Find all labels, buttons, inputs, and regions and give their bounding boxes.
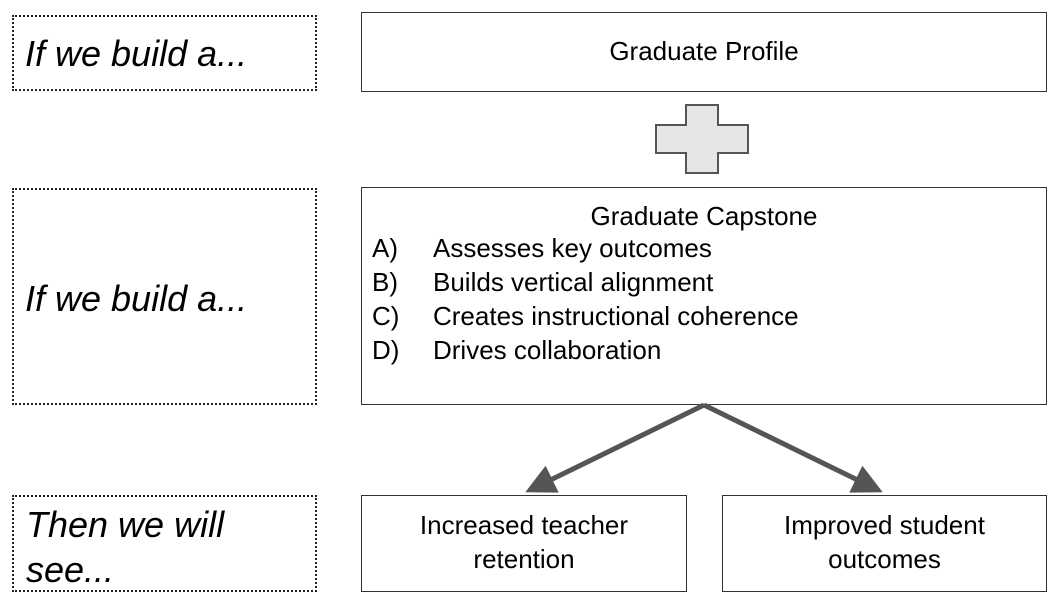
arrow-icon bbox=[702, 402, 883, 493]
graduate-capstone-title: Graduate Capstone bbox=[590, 201, 818, 231]
outcome-student-line1: Improved student bbox=[784, 510, 985, 540]
capstone-item: A) Assesses key outcomes bbox=[370, 231, 799, 265]
capstone-item-letter: C) bbox=[372, 301, 400, 331]
label-outcomes-line1: Then we will bbox=[26, 504, 225, 545]
outcome-teacher-line1: Increased teacher bbox=[419, 510, 629, 540]
outcome-box-teacher-retention: Increased teacher retention bbox=[361, 495, 687, 592]
label-box-capstone: If we build a... bbox=[12, 188, 317, 405]
capstone-item: B) Builds vertical alignment bbox=[370, 265, 799, 299]
outcome-student-line2: outcomes bbox=[828, 544, 941, 574]
label-outcomes-line2: see... bbox=[26, 549, 115, 590]
capstone-item-letter: A) bbox=[372, 233, 398, 263]
capstone-item-letter: D) bbox=[372, 335, 400, 365]
capstone-item-text: Builds vertical alignment bbox=[433, 267, 714, 297]
label-box-profile: If we build a... bbox=[12, 15, 317, 91]
capstone-item-text: Creates instructional coherence bbox=[433, 301, 799, 331]
capstone-item-letter: B) bbox=[372, 267, 398, 297]
capstone-item-text: Assesses key outcomes bbox=[433, 233, 712, 263]
outcome-teacher-line2: retention bbox=[473, 544, 575, 574]
arrow-icon bbox=[525, 402, 706, 493]
graduate-profile-box: Graduate Profile bbox=[361, 12, 1047, 92]
capstone-item: D) Drives collaboration bbox=[370, 333, 799, 367]
graduate-profile-title: Graduate Profile bbox=[609, 36, 799, 66]
outcome-box-student-outcomes: Improved student outcomes bbox=[722, 495, 1047, 592]
capstone-item: C) Creates instructional coherence bbox=[370, 299, 799, 333]
label-capstone-text: If we build a... bbox=[25, 278, 248, 319]
graduate-capstone-box: Graduate Capstone A) Assesses key outcome… bbox=[361, 187, 1047, 405]
label-box-outcomes: Then we will see... bbox=[12, 495, 317, 592]
capstone-list: A) Assesses key outcomes B) Builds vertica… bbox=[370, 231, 799, 367]
label-profile-text: If we build a... bbox=[25, 33, 248, 74]
plus-icon bbox=[655, 104, 749, 174]
capstone-item-text: Drives collaboration bbox=[433, 335, 662, 365]
